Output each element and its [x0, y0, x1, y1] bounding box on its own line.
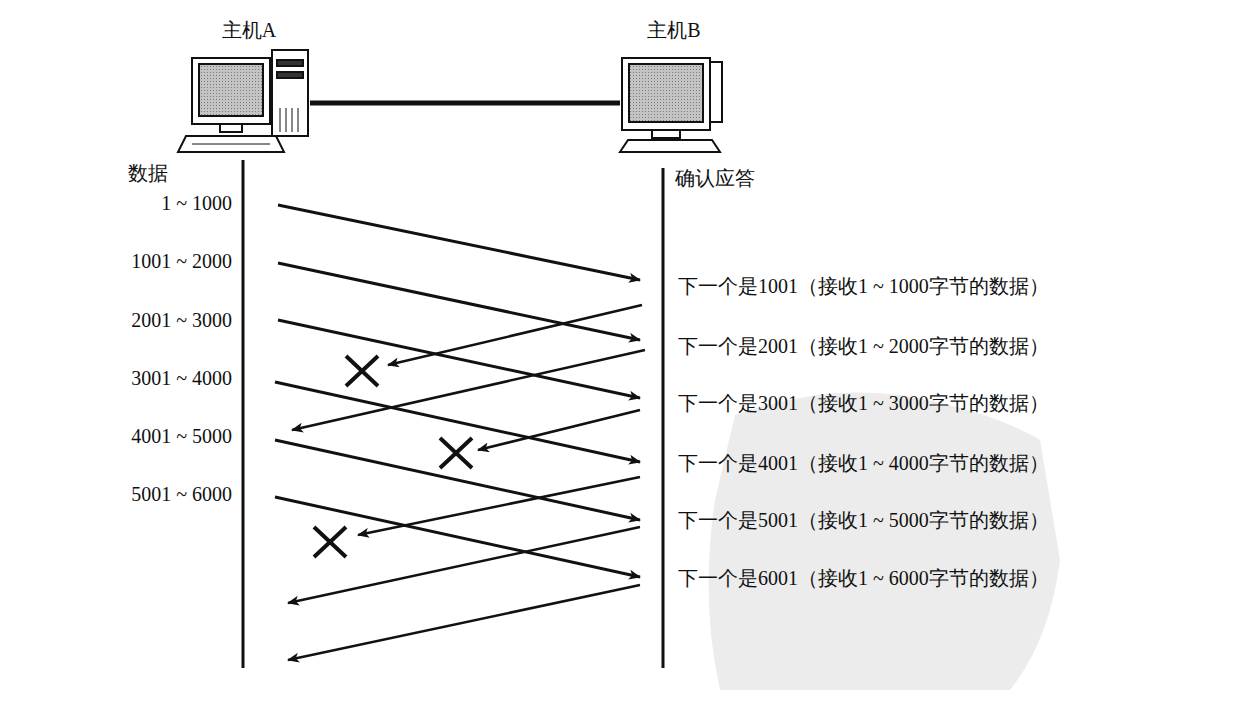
data-range: 2001 ~ 3000 — [131, 308, 232, 332]
ack-text: 下一个是2001（接收1 ~ 2000字节的数据） — [678, 334, 1049, 358]
watermark — [709, 393, 1060, 691]
computer-b — [620, 58, 722, 152]
timeline-a — [242, 160, 245, 668]
computer-a — [178, 50, 308, 152]
data-range: 1001 ~ 2000 — [131, 249, 232, 273]
host-label: 主机B — [620, 18, 728, 42]
host-computer: 主机B — [620, 18, 728, 154]
data-range: 5001 ~ 6000 — [131, 482, 232, 506]
ack-text: 下一个是5001（接收1 ~ 5000字节的数据） — [678, 508, 1049, 532]
ack-arrows — [288, 305, 645, 660]
data-arrows — [275, 205, 640, 577]
host-label: 主机A — [188, 18, 310, 42]
ack-text: 下一个是3001（接收1 ~ 3000字节的数据） — [678, 391, 1049, 415]
loss-mark — [314, 356, 472, 557]
column-heading: 数据 — [128, 161, 168, 185]
data-range: 4001 ~ 5000 — [131, 424, 232, 448]
host-computer: 主机A — [188, 18, 310, 154]
network-cable — [310, 101, 620, 106]
data-range: 3001 ~ 4000 — [131, 366, 232, 390]
timeline-b — [662, 168, 665, 668]
ack-text: 下一个是4001（接收1 ~ 4000字节的数据） — [678, 451, 1049, 475]
ack-text: 下一个是6001（接收1 ~ 6000字节的数据） — [678, 566, 1049, 590]
column-heading: 确认应答 — [675, 166, 755, 190]
ack-text: 下一个是1001（接收1 ~ 1000字节的数据） — [678, 274, 1049, 298]
data-range: 1 ~ 1000 — [161, 191, 232, 215]
